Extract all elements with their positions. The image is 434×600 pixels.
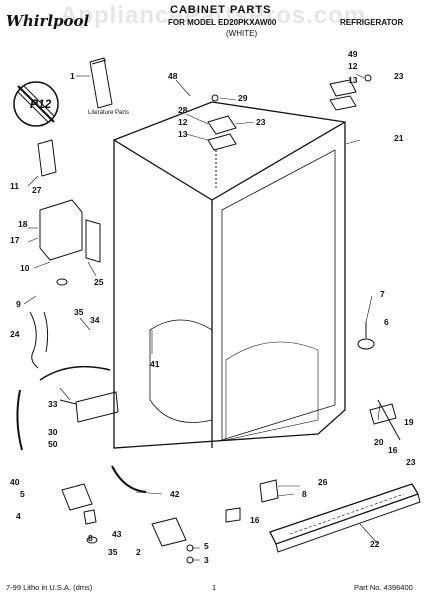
callout-35: 35 [74, 307, 84, 317]
callout-13-right: 13 [348, 75, 358, 85]
callout-16: 16 [388, 445, 398, 455]
brand-logo: Whirlpool [6, 12, 90, 30]
door-stop [357, 322, 375, 350]
callout-2: 2 [136, 547, 141, 557]
model-color: (WHITE) [226, 29, 258, 38]
callout-9: 9 [16, 299, 21, 309]
footer-page-number: 1 [212, 583, 217, 592]
callout-8-right: 8 [302, 489, 307, 499]
callout-5-bottom: 5 [204, 541, 209, 551]
footer-part-number: Part No. 4396400 [354, 583, 413, 592]
callout-40: 40 [10, 477, 20, 487]
callout-25: 25 [94, 277, 104, 287]
callout-13: 13 [178, 129, 188, 139]
callout-50: 50 [48, 439, 58, 449]
top-hinge-left [207, 94, 237, 190]
toe-grille [269, 483, 421, 553]
p12-badge-text: P12 [30, 97, 52, 111]
callout-4: 4 [16, 511, 21, 521]
leveling-leg-left [61, 483, 98, 544]
callout-22: 22 [370, 539, 380, 549]
callout-42: 42 [170, 489, 180, 499]
callout-35-bottom: 35 [108, 547, 118, 557]
product-type: REFRIGERATOR [340, 18, 404, 27]
footer-print-info: 7-99 Litho in U.S.A. (dms) [6, 583, 93, 592]
callout-27: 27 [32, 185, 42, 195]
model-number: FOR MODEL ED20PKXAW00 [168, 18, 277, 27]
callout-23-bottom: 23 [406, 457, 416, 467]
callout-5: 5 [20, 489, 25, 499]
drain-tube [111, 465, 147, 493]
literature-booklet [89, 57, 113, 109]
callout-19: 19 [404, 417, 414, 427]
callout-48: 48 [168, 71, 178, 81]
leveling-leg-right [151, 517, 194, 564]
callout-6: 6 [384, 317, 389, 327]
callout-16-bottom: 16 [250, 515, 260, 525]
wiring-harness [16, 311, 111, 451]
callout-21: 21 [394, 133, 404, 143]
callout-23: 23 [256, 117, 266, 127]
literature-label: Literature Parts [88, 110, 130, 116]
callout-24: 24 [10, 329, 20, 339]
callout-8: 8 [88, 533, 93, 543]
watermark: AppliancePartsPros.com [60, 2, 367, 29]
control-box [37, 139, 101, 286]
callout-49: 49 [348, 49, 358, 59]
callout-10: 10 [20, 263, 30, 273]
callout-23-right: 23 [394, 71, 404, 81]
callout-41: 41 [150, 359, 160, 369]
callout-12-right: 12 [348, 61, 358, 71]
bottom-hinge [369, 399, 401, 441]
callout-20: 20 [374, 437, 384, 447]
callout-12: 12 [178, 117, 188, 127]
roller-assembly [225, 479, 279, 523]
callout-11: 11 [10, 181, 19, 191]
callout-30: 30 [48, 427, 58, 437]
callout-28: 28 [178, 105, 188, 115]
callout-29: 29 [238, 93, 248, 103]
p12-badge [13, 81, 59, 127]
top-hinge-right [329, 74, 372, 111]
callout-3: 3 [204, 555, 209, 565]
callout-34: 34 [90, 315, 100, 325]
callout-1: 1 [70, 71, 75, 81]
leader-lines [23, 73, 381, 561]
callout-7: 7 [380, 289, 385, 299]
defrost-bracket [59, 391, 119, 423]
callout-33: 33 [48, 399, 58, 409]
cabinet-shell [113, 101, 346, 449]
callout-43: 43 [112, 529, 122, 539]
callout-26: 26 [318, 477, 328, 487]
callout-18: 18 [18, 219, 28, 229]
page-title: CABINET PARTS [170, 4, 272, 16]
callout-17: 17 [10, 235, 20, 245]
